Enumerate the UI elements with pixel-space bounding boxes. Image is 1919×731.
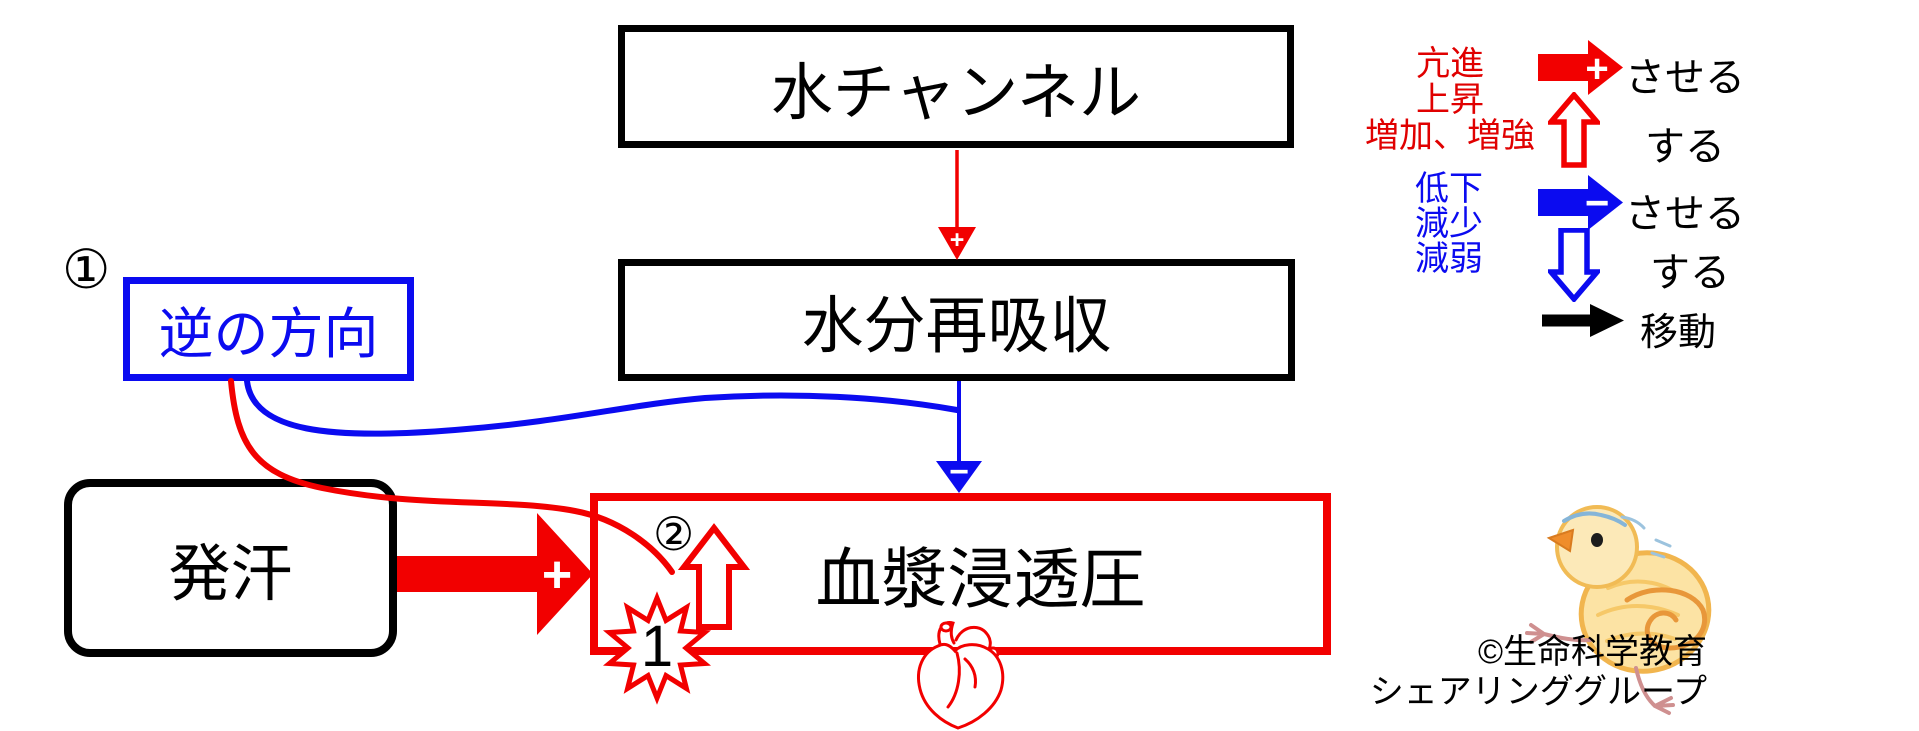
legend-decrease-line1: 低下	[1415, 170, 1483, 208]
legend-increase-become: する	[1645, 125, 1725, 169]
node-plasma-osmotic-pressure: 血漿浸透圧	[590, 493, 1331, 655]
legend-increase-labels: 亢進 上昇 増加、増強	[1352, 46, 1548, 154]
node-sweating-label: 発汗	[168, 540, 293, 609]
plus-mark: +	[1585, 47, 1608, 91]
plus-mark: +	[950, 226, 965, 254]
legend-hollow-down-arrow-icon	[1548, 228, 1600, 302]
legend-increase-line3: 増加、増強	[1365, 117, 1535, 155]
legend-solid-blue-arrow-icon: −	[1538, 175, 1623, 230]
legend-black-arrow-icon	[1542, 304, 1624, 337]
reverse-blue-curve	[244, 378, 960, 437]
legend-increase-line1: 亢進	[1416, 45, 1484, 83]
node-reverse-direction-label: 逆の方向	[158, 303, 379, 365]
increase-down-arrow-icon: +	[938, 150, 976, 260]
legend-increase-cause: させる	[1625, 56, 1745, 100]
minus-mark: −	[1585, 179, 1610, 226]
node-sweating: 発汗	[64, 479, 397, 657]
sweat-increase-arrow-icon: +	[397, 513, 593, 635]
legend-move-label: 移動	[1640, 312, 1717, 354]
node-water-channel-label: 水チャンネル	[770, 58, 1142, 128]
plus-mark: +	[542, 546, 572, 604]
badge-circled-2: ②	[653, 508, 695, 560]
node-water-reabsorption-label: 水分再吸収	[801, 292, 1112, 361]
starburst-number: 1	[640, 614, 674, 679]
node-reverse-direction: 逆の方向	[123, 277, 414, 381]
footer-credit-line2: シェアリンググループ	[1369, 673, 1707, 711]
legend-solid-red-arrow-icon: +	[1538, 40, 1623, 95]
legend-decrease-labels: 低下 減少 減弱	[1393, 172, 1505, 277]
node-water-channel: 水チャンネル	[618, 25, 1294, 148]
legend-hollow-up-arrow-icon	[1548, 92, 1600, 168]
footer-credit: ©生命科学教育 シェアリンググループ	[1337, 632, 1707, 712]
footer-credit-line1: ©生命科学教育	[1477, 633, 1707, 671]
legend-decrease-become: する	[1650, 251, 1730, 295]
minus-mark: −	[949, 453, 969, 491]
node-water-reabsorption: 水分再吸収	[618, 259, 1295, 381]
node-plasma-osmotic-pressure-label: 血漿浸透圧	[815, 542, 1146, 616]
legend-decrease-line2: 減少	[1415, 205, 1483, 243]
legend-increase-line2: 上昇	[1416, 81, 1484, 119]
legend-decrease-line3: 減弱	[1415, 240, 1483, 278]
badge-circled-1: ①	[62, 240, 111, 300]
legend-decrease-cause: させる	[1625, 192, 1745, 236]
decrease-down-arrow-icon: −	[936, 381, 982, 493]
